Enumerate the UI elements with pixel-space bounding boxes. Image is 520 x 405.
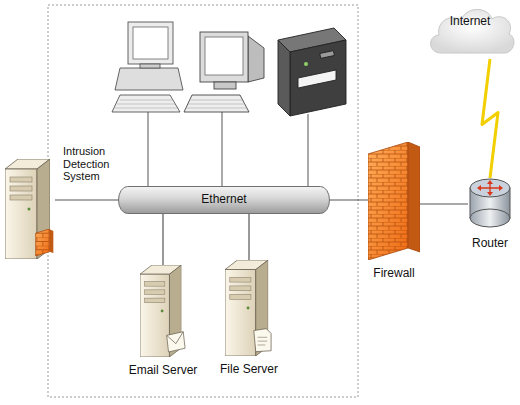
firewall-shape: [368, 142, 420, 260]
firewall-wall: [368, 142, 420, 260]
node-label: Email Server: [129, 364, 198, 378]
illustration-part: [184, 95, 249, 112]
network-cable: [330, 199, 368, 200]
lan-boundary: [48, 5, 358, 397]
node-label: File Server: [220, 363, 278, 377]
router-shape: [468, 178, 512, 230]
node-label: Intrusion Detection System: [63, 145, 125, 183]
network-cable: [55, 199, 118, 200]
ids-server: Intrusion Detection System: [5, 155, 55, 263]
illustration-part: [133, 27, 168, 59]
illustration-part: [205, 37, 243, 75]
ethernet-bus: Ethernet: [118, 186, 330, 214]
illustration-part: [222, 112, 223, 187]
router: Router: [468, 178, 512, 230]
node-label: Router: [472, 237, 508, 251]
file-server-shape: [224, 260, 274, 356]
illustration-part: [200, 32, 248, 82]
bus-cylinder: [119, 187, 330, 214]
router-icon: [470, 179, 510, 227]
firewall: Firewall: [368, 142, 420, 260]
email-server: Email Server: [138, 265, 188, 357]
workstation-wires: [148, 112, 308, 187]
illustration-part: [290, 40, 346, 116]
crt-monitor: [184, 32, 264, 112]
illustration-part: [248, 36, 264, 82]
illustration-part: [214, 82, 236, 89]
illustration-part: [308, 114, 309, 187]
illustration-part: [115, 68, 183, 90]
node-label: Internet: [425, 15, 515, 29]
illustration-part: [140, 64, 160, 68]
server-badge: [167, 332, 185, 352]
network-cable: [248, 214, 249, 260]
ids-server-shape: [5, 155, 55, 263]
illustration-part: [186, 100, 247, 108]
illustration-part: [298, 70, 336, 88]
illustration-part: [320, 51, 335, 59]
wireless-link: [482, 59, 498, 178]
server-badge: [254, 329, 271, 352]
node-label: Firewall: [373, 267, 414, 281]
file-server: File Server: [224, 260, 274, 356]
server-badge: [36, 229, 54, 256]
network-cable: [420, 203, 468, 204]
internet-cloud: Internet: [425, 3, 515, 59]
illustration-part: [148, 112, 149, 187]
email-server-shape: [138, 265, 188, 357]
illustration-part: [304, 62, 308, 66]
printer: [278, 28, 346, 116]
node-label: Ethernet: [118, 186, 330, 214]
illustration-part: [128, 22, 173, 64]
illustration-part: [278, 40, 290, 116]
illustration-part: [115, 100, 177, 108]
illustration-part: [112, 95, 180, 112]
internet-cloud-shape: [425, 3, 515, 59]
network-cable: [162, 214, 163, 265]
desktop-computer: [112, 22, 183, 112]
